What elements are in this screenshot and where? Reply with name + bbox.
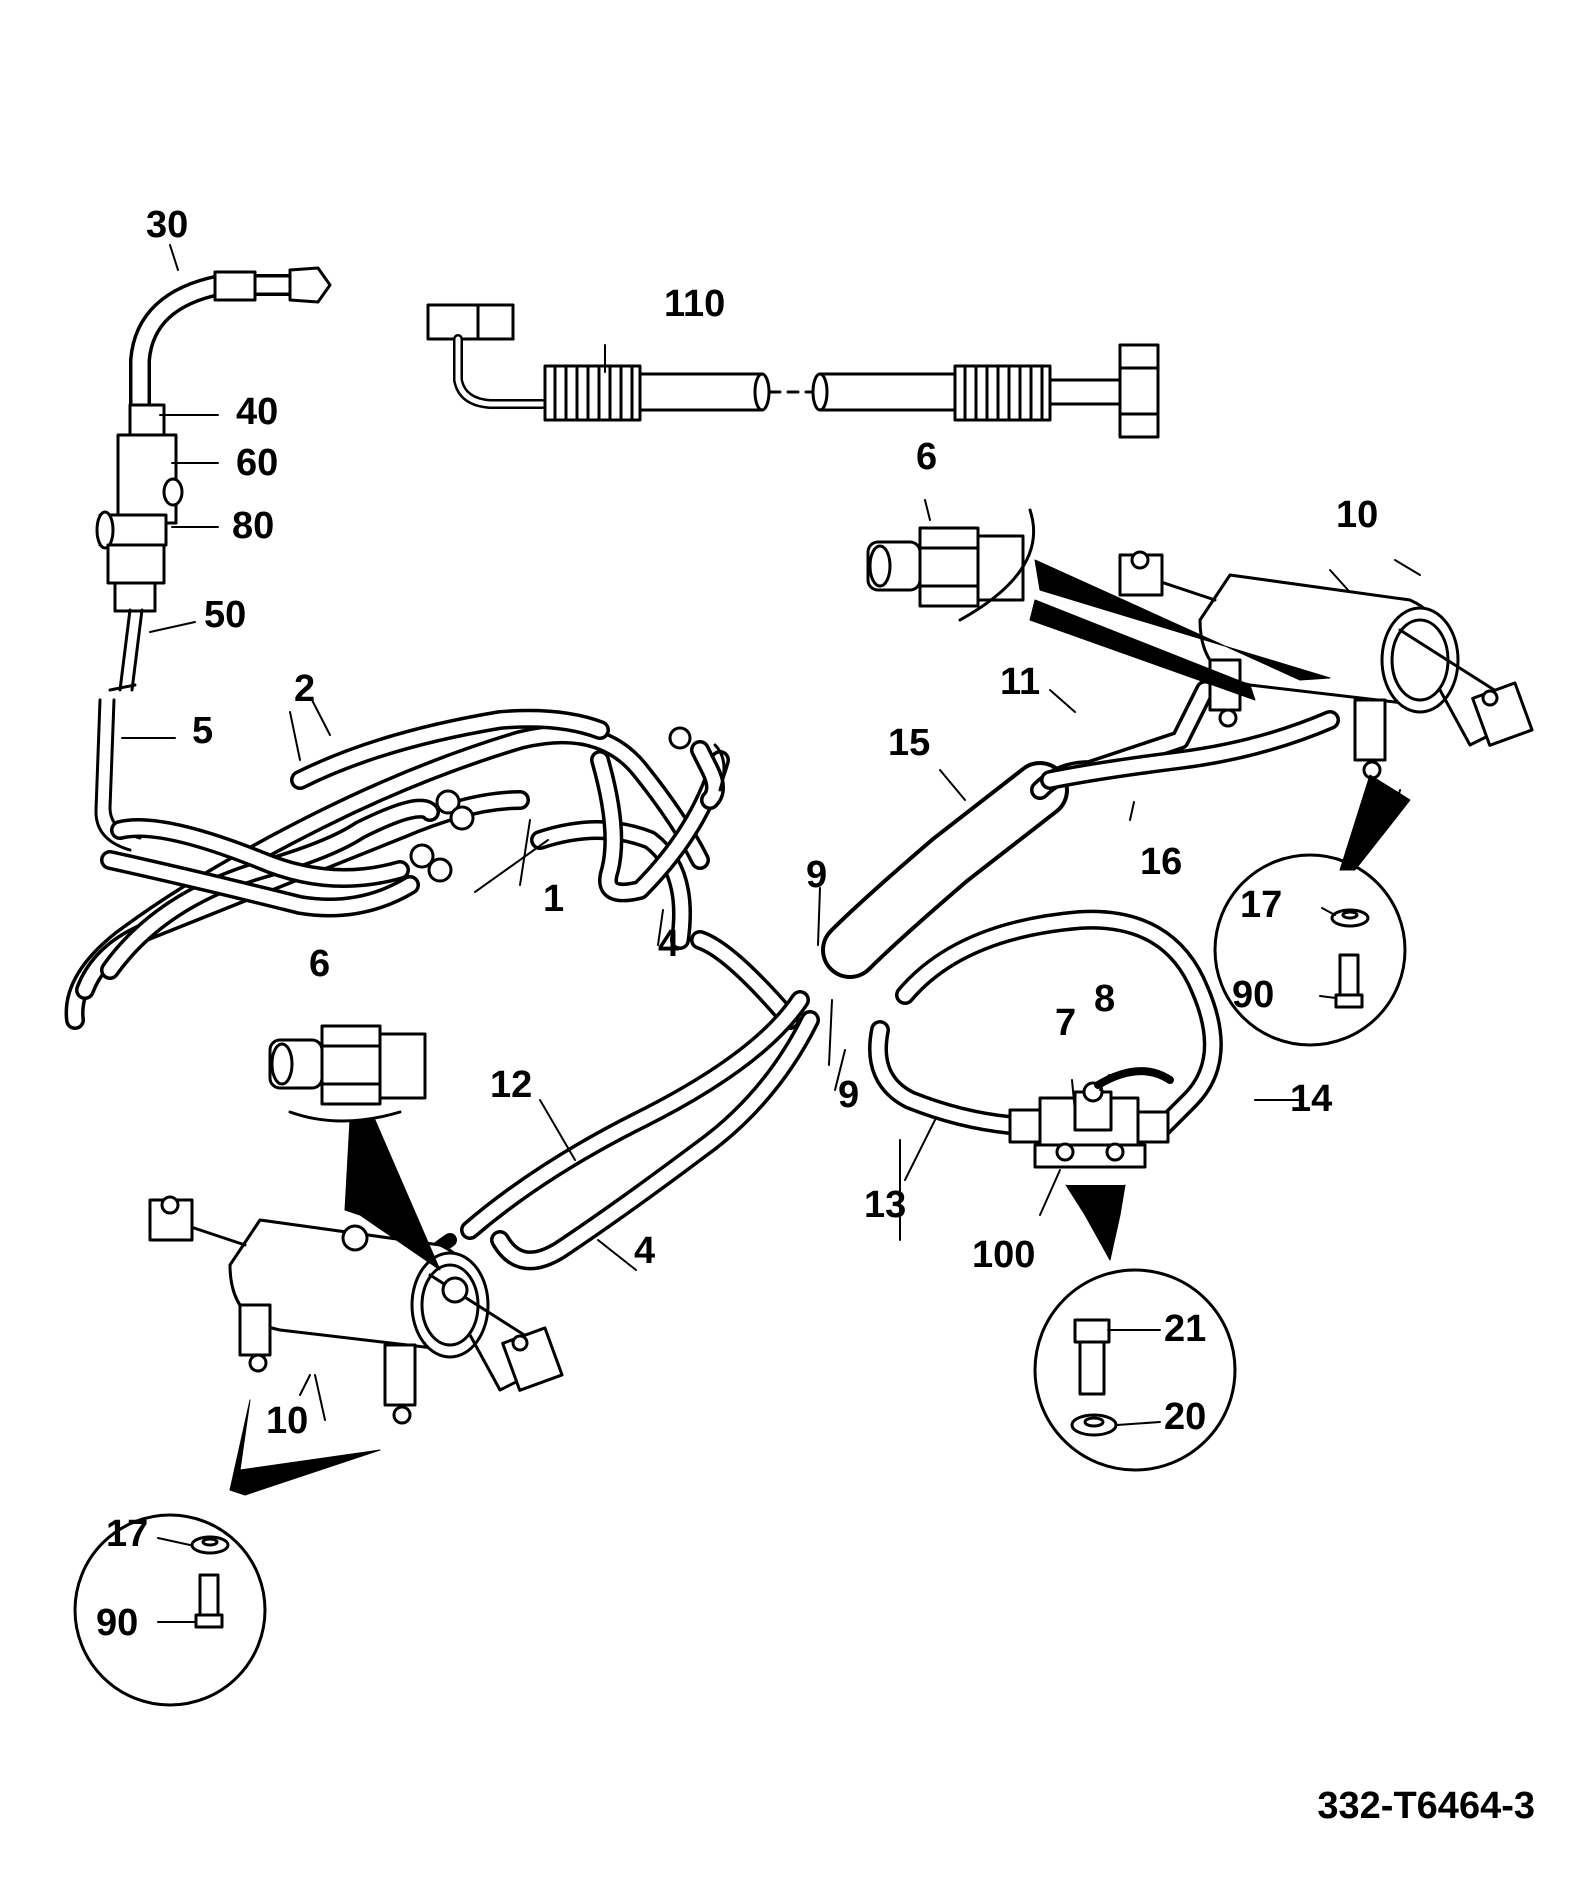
callout-label: 90	[96, 1602, 139, 1644]
drawing-reference: 332-T6464-3	[1317, 1785, 1535, 1827]
callout-label: 6	[309, 943, 331, 985]
callout-label: 60	[236, 442, 279, 484]
hoses-12-4-lower	[410, 1000, 832, 1280]
callout-label: 10	[1336, 494, 1379, 536]
callout-label: 4	[634, 1230, 656, 1272]
callout-label: 90	[1232, 974, 1275, 1016]
fitting-6-lower	[270, 1026, 440, 1270]
callout-label: 14	[1290, 1078, 1333, 1120]
callout-label: 7	[1055, 1002, 1077, 1044]
callout-label: 40	[236, 391, 279, 433]
callout-label: 80	[232, 505, 275, 547]
hose-assembly-30	[96, 268, 330, 850]
callout-label: 100	[972, 1234, 1036, 1276]
callout-label: 11	[1000, 661, 1041, 703]
hoses-13-14-valve	[878, 920, 1300, 1260]
fitting-6-upper	[868, 500, 1034, 620]
callout-label: 1	[543, 878, 565, 920]
detail-circle-upper-right	[1215, 775, 1410, 1045]
callout-label: 6	[916, 436, 938, 478]
callout-label: 9	[806, 854, 828, 896]
callout-label: 8	[1094, 978, 1116, 1020]
hose-110-detail	[428, 305, 1158, 437]
callout-label: 110	[664, 283, 726, 325]
callout-label: 4	[658, 923, 680, 965]
callout-label: 17	[106, 1513, 149, 1555]
callout-label: 10	[266, 1400, 309, 1442]
callout-label: 17	[1240, 884, 1283, 926]
callout-label: 9	[838, 1074, 860, 1116]
callout-label: 16	[1140, 841, 1183, 883]
callout-label: 30	[146, 204, 189, 246]
callout-label: 15	[888, 722, 931, 764]
callout-label: 12	[490, 1064, 533, 1106]
callout-label: 50	[204, 594, 247, 636]
cylinder-10-upper	[1030, 552, 1532, 778]
detail-circle-lower-left	[75, 1515, 265, 1705]
leader-lines	[170, 245, 1420, 1420]
hose-bundle-left	[75, 700, 790, 1020]
detail-circle-lower-right	[1035, 1270, 1235, 1470]
callout-label: 20	[1164, 1396, 1207, 1438]
cylinder-10-lower	[150, 1197, 562, 1495]
callout-label: 21	[1164, 1308, 1207, 1350]
callout-label: 13	[864, 1184, 907, 1226]
callout-label: 5	[192, 710, 214, 752]
callout-label: 2	[294, 668, 316, 710]
hoses-15-11-16	[850, 690, 1330, 950]
